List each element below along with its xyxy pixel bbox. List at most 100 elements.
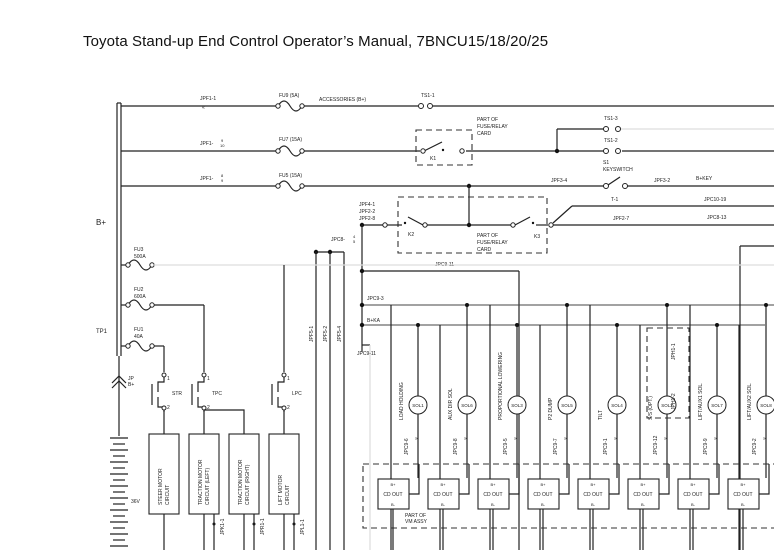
solenoid-conn-label: JPC9-2 — [752, 438, 758, 455]
solenoid-label: PROPORTIONAL LOWERING — [498, 352, 504, 420]
solenoid-label: TILT — [598, 410, 604, 420]
cd-neg: B- — [541, 502, 546, 507]
jp-label: JP — [128, 376, 135, 382]
fuse-fu2-icon — [127, 299, 153, 311]
contactor-label: LPC — [292, 391, 302, 397]
pin-label: 1 — [167, 376, 170, 382]
pin-bot: 5 — [353, 239, 356, 244]
connector-icon: » — [514, 436, 517, 442]
jpf2-8-label: JPF2-8 — [359, 216, 375, 222]
solenoid-coil-icon — [756, 395, 774, 415]
fu5-label: FU5 (15A) — [279, 173, 302, 179]
motor-conn-label: JPK1-1 — [220, 518, 226, 535]
pin-bot: 10 — [220, 143, 225, 148]
k2-label: K2 — [408, 232, 414, 238]
cd-neg: B- — [491, 502, 496, 507]
row-fu5: JPF1- 8 9 FU5 (15A) JPF3-4 S1 KEYSWITCH … — [121, 160, 774, 192]
connector-icon: » — [763, 436, 766, 442]
cd-neg: B- — [691, 502, 696, 507]
solenoid-id: SOL4 — [611, 403, 623, 408]
ts1-1-label: TS1-1 — [421, 93, 435, 99]
jpf5-1-label: JPF5-1 — [309, 326, 315, 342]
solenoid-label: LOAD HOLDING — [399, 382, 405, 420]
bkey-label: B+KEY — [696, 176, 713, 182]
pin-label: 1 — [287, 376, 290, 382]
solenoid-id: SOL5 — [561, 403, 573, 408]
jpf2-7-label: JPF2-7 — [613, 216, 629, 222]
cd-out-box: B+ CD OUT B- — [477, 464, 520, 550]
vm-assy-note-2: VM ASSY — [405, 519, 428, 525]
solenoid-conn-label: JPC9-1 — [603, 438, 609, 455]
solenoid-id: SOL3 — [511, 403, 523, 408]
connector-icon: » — [614, 436, 617, 442]
battery: JP B+ 36V — [110, 356, 141, 547]
solenoid-conn-label: JPC9-6 — [404, 438, 410, 455]
solenoid-id: SOL2 — [661, 403, 673, 408]
relay-note-2: FUSE/RELAY — [477, 240, 508, 246]
motor-label: TRACTION MOTOR — [198, 459, 204, 505]
ts1-2-label: TS1-2 — [604, 138, 618, 144]
keyswitch-label: KEYSWITCH — [603, 167, 633, 173]
solenoid-coil-icon — [657, 395, 677, 415]
connector-icon: » — [464, 436, 467, 442]
connector-icon: » — [714, 436, 717, 442]
fu9-label: FU9 (5A) — [279, 93, 300, 99]
motor-conn-label: JPR1-1 — [260, 518, 266, 535]
k3-label: K3 — [534, 234, 540, 240]
jpc9-11-bot-label: JPC9-11 — [357, 351, 376, 357]
cd-pos: B+ — [490, 482, 496, 487]
solenoid-label: LIFT/AUX2 SOL. — [747, 382, 753, 420]
fuse-fu7-icon — [277, 145, 303, 157]
jpf2-2-label: JPF2-2 — [359, 209, 375, 215]
pin-top: 8 — [221, 173, 224, 178]
fu1-label: FU1 — [134, 327, 144, 333]
solenoid-label: S/S (OPT.) — [648, 396, 654, 420]
jph1-2-label: JPH1-2 — [671, 393, 677, 410]
jpc8-13-label: JPC8-13 — [707, 215, 727, 221]
cd-pos: B+ — [640, 482, 646, 487]
main-fuses: FU3 500A FU2 600A FU1 40A — [121, 247, 774, 372]
pin-label: 1 — [207, 376, 210, 382]
jpf3-4-label: JPF3-4 — [551, 178, 567, 184]
cd-neg: B- — [641, 502, 646, 507]
solenoid-id: SOL8 — [760, 403, 772, 408]
solenoid-coil-icon — [607, 395, 627, 415]
cd-pos: B+ — [740, 482, 746, 487]
motor-label-2: CIRCUIT — [165, 485, 171, 505]
motor-label-2: CIRCUIT — [285, 485, 291, 505]
solenoid-id: SOL7 — [711, 403, 723, 408]
relay-k2-contact-icon — [407, 216, 424, 226]
relay-k1-contact-icon — [423, 141, 443, 152]
fuse-fu5-icon — [277, 180, 303, 192]
bus-label: B+ — [96, 218, 106, 227]
solenoid-conn-label: JPC9-9 — [703, 438, 709, 455]
cd-label: CD OUT — [483, 492, 502, 498]
fu2-label: FU2 — [134, 287, 144, 293]
connector-icon: « — [202, 105, 205, 111]
jpf1-9-10-label: JPF1- — [200, 141, 214, 147]
solenoid-conn-label: JPC9-7 — [553, 438, 559, 455]
fuse-fu3-icon — [127, 259, 153, 271]
cd-out-box: B+ CD OUT B- — [627, 464, 670, 550]
k1-label: K1 — [430, 156, 436, 162]
jp-sub-label: B+ — [128, 382, 134, 388]
contactor-label: STR — [172, 391, 182, 397]
battery-voltage: 36V — [131, 499, 141, 505]
cd-label: CD OUT — [383, 492, 402, 498]
relay-card-k1 — [415, 129, 473, 166]
cd-label: CD OUT — [633, 492, 652, 498]
cd-pos: B+ — [540, 482, 546, 487]
